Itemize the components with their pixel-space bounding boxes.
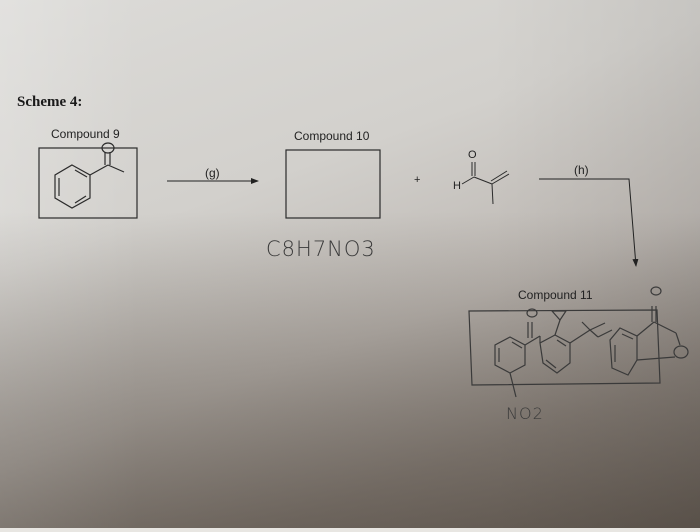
arrow-h bbox=[539, 178, 639, 267]
step-h-label: (h) bbox=[574, 163, 589, 177]
compound-10-box bbox=[285, 149, 381, 219]
compound-9-label: Compound 9 bbox=[51, 127, 120, 141]
aldehyde-h-label: H bbox=[453, 180, 461, 192]
compound-10-label: Compound 10 bbox=[294, 129, 370, 143]
compound-9-structure bbox=[38, 142, 138, 219]
aldehyde-o-label: O bbox=[468, 149, 477, 161]
compound-11-label: Compound 11 bbox=[518, 288, 593, 302]
bottom-edge bbox=[0, 528, 700, 532]
plus-sign: + bbox=[414, 174, 421, 186]
compound-11-structure bbox=[468, 286, 689, 398]
scheme-title: Scheme 4: bbox=[17, 94, 83, 110]
compound-11-no2: NO2 bbox=[506, 404, 544, 423]
step-g-label: (g) bbox=[205, 166, 220, 180]
compound-10-formula: C8H7NO3 bbox=[266, 237, 376, 261]
methacrolein-structure bbox=[461, 162, 510, 205]
